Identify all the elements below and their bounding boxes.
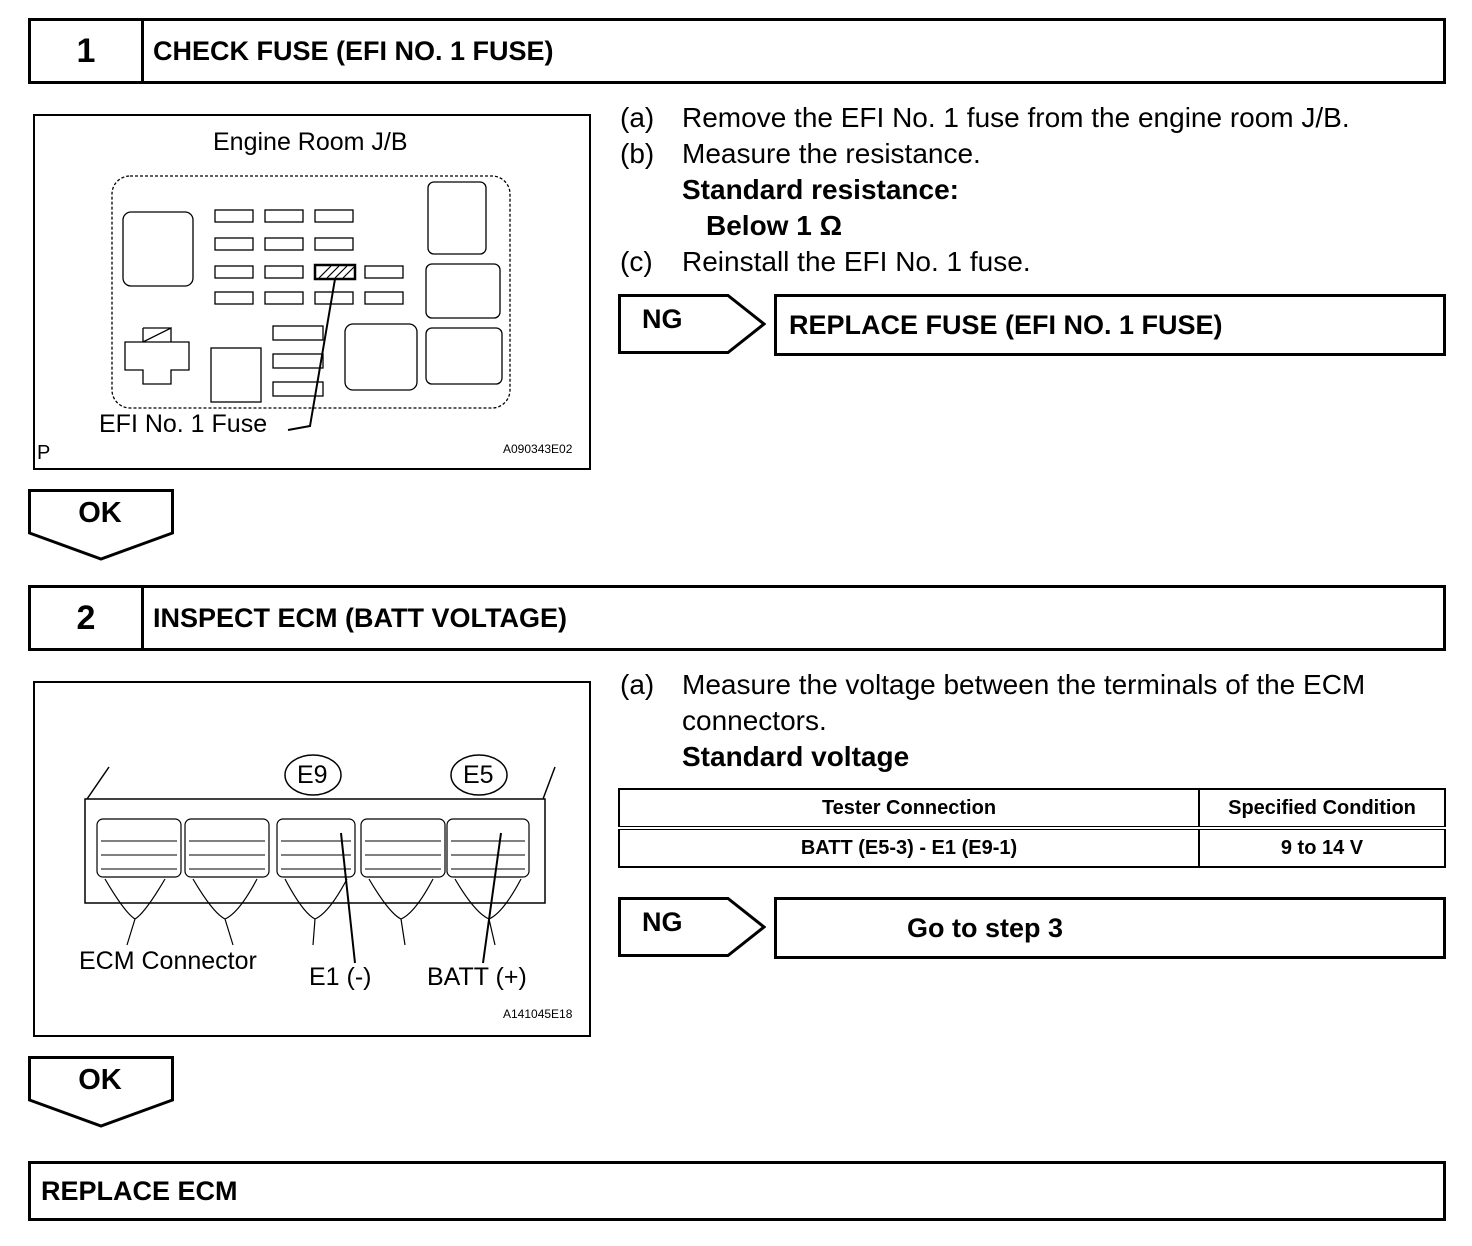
step-1-title: CHECK FUSE (EFI NO. 1 FUSE): [153, 35, 554, 66]
step-2-header: 2 INSPECT ECM (BATT VOLTAGE): [28, 585, 1446, 651]
instruction-a-text: Remove the EFI No. 1 fuse from the engin…: [682, 102, 1350, 133]
instruction-a-text-line2: connectors.: [682, 705, 827, 736]
ecm-connector-label: ECM Connector: [79, 947, 257, 975]
instruction-c-text: Reinstall the EFI No. 1 fuse.: [682, 246, 1031, 277]
instruction-a-text-line1: Measure the voltage between the terminal…: [682, 669, 1366, 700]
figure-heading: Engine Room J/B: [213, 128, 408, 156]
ok-arrow-step2: OK: [28, 1056, 174, 1128]
cell-specified-condition: 9 to 14 V: [1198, 827, 1446, 868]
figure-code: A141045E18: [503, 1007, 573, 1021]
connector-e5-label: E5: [463, 761, 494, 789]
ok-arrow-icon: [28, 489, 174, 561]
replace-fuse-box: REPLACE FUSE (EFI NO. 1 FUSE): [774, 294, 1446, 356]
table-row: BATT (E5-3) - E1 (E9-1) 9 to 14 V: [618, 827, 1446, 868]
ng-arrow-icon: [618, 294, 767, 354]
spec-table: Tester Connection Specified Condition BA…: [618, 788, 1446, 868]
corner-mark: P: [37, 442, 51, 464]
ok-label: OK: [78, 497, 122, 529]
ng-arrow-step1: NG: [618, 294, 767, 354]
standard-voltage-label: Standard voltage: [682, 741, 910, 772]
connector-e9-label: E9: [297, 761, 328, 789]
replace-fuse-text: REPLACE FUSE (EFI NO. 1 FUSE): [789, 309, 1223, 340]
instruction-a-marker: (a): [620, 669, 655, 700]
header-specified-condition: Specified Condition: [1198, 788, 1446, 830]
instruction-a-marker: (a): [620, 102, 655, 133]
ng-arrow-step2: NG: [618, 897, 767, 957]
ecm-connector-diagram: [84, 754, 556, 964]
instruction-c-marker: (c): [620, 246, 653, 277]
batt-terminal-label: BATT (+): [427, 963, 527, 991]
engine-room-jb-figure: Engine Room J/B EFI No. 1 Fuse P A090343…: [33, 114, 591, 470]
ok-label: OK: [78, 1064, 122, 1096]
standard-resistance-value: Below 1 Ω: [706, 210, 843, 241]
go-to-step-box: Go to step 3: [774, 897, 1446, 959]
e1-terminal-label: E1 (-): [309, 963, 372, 991]
ecm-connector-figure: E9 E5 ECM Connector E1 (-) BATT (+) A141…: [33, 681, 591, 1037]
step-1-number: 1: [31, 21, 144, 81]
ok-arrow-icon: [28, 1056, 174, 1128]
instruction-b-text: Measure the resistance.: [682, 138, 981, 169]
step-2-number: 2: [31, 588, 144, 648]
engine-room-jb-diagram: [111, 175, 511, 431]
cell-tester-connection: BATT (E5-3) - E1 (E9-1): [618, 827, 1200, 868]
ng-label: NG: [642, 907, 683, 937]
figure-code: A090343E02: [503, 442, 573, 456]
ok-arrow-step1: OK: [28, 489, 174, 561]
batt-leader-line: [482, 832, 502, 964]
standard-resistance-label: Standard resistance:: [682, 174, 959, 205]
go-to-step-text: Go to step 3: [907, 912, 1064, 943]
table-header-row: Tester Connection Specified Condition: [618, 788, 1446, 830]
ng-arrow-icon: [618, 897, 767, 957]
replace-ecm-box: REPLACE ECM: [28, 1161, 1446, 1221]
ng-label: NG: [642, 304, 683, 334]
e1-leader-line: [340, 832, 356, 964]
replace-ecm-text: REPLACE ECM: [41, 1175, 238, 1206]
efi-fuse-callout: EFI No. 1 Fuse: [99, 410, 268, 438]
step-1-header: 1 CHECK FUSE (EFI NO. 1 FUSE): [28, 18, 1446, 84]
header-tester-connection: Tester Connection: [618, 788, 1200, 830]
instruction-b-marker: (b): [620, 138, 655, 169]
step-2-title: INSPECT ECM (BATT VOLTAGE): [153, 602, 567, 633]
